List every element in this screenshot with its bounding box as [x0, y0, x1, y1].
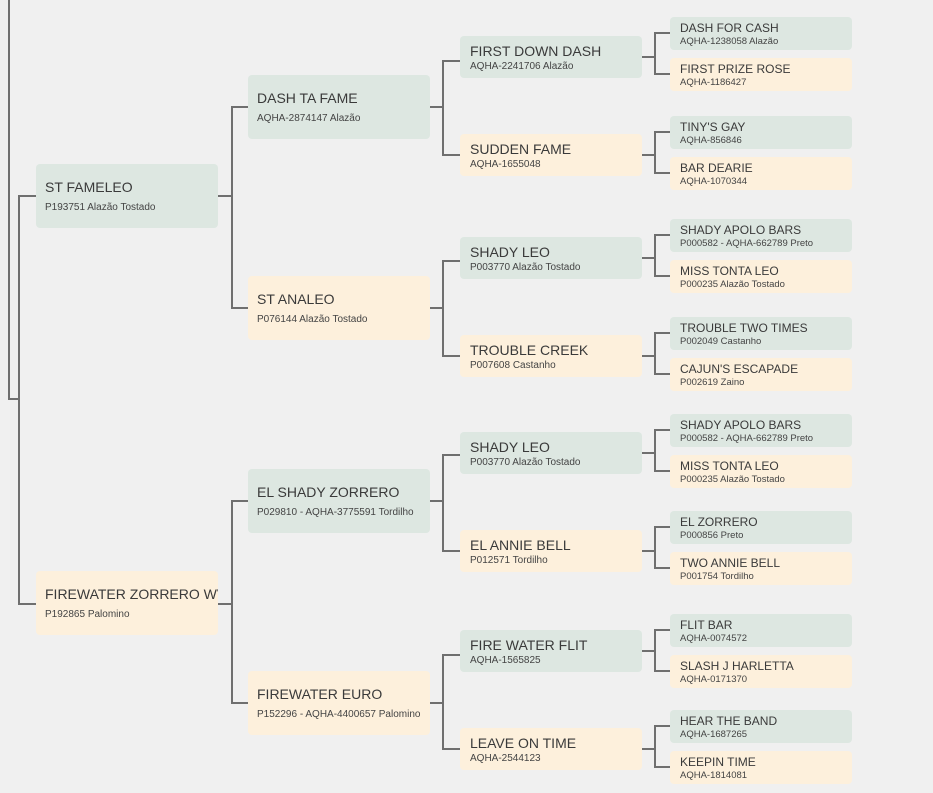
horse-registration: P000856 Preto	[680, 529, 744, 541]
horse-name: EL SHADY ZORRERO	[257, 484, 400, 500]
horse-name: TWO ANNIE BELL	[680, 555, 781, 570]
horse-registration: P193751 Alazão Tostado	[45, 202, 156, 213]
horse-registration: P000582 - AQHA-662789 Preto	[680, 237, 814, 249]
ancestor-node[interactable]: BAR DEARIE AQHA-1070344	[670, 157, 852, 190]
great-grandparent-node[interactable]: SHADY LEO P003770 Alazão Tostado	[460, 432, 642, 474]
sire-node[interactable]: ST FAMELEO P193751 Alazão Tostado	[36, 164, 218, 228]
horse-name: EL ANNIE BELL	[470, 536, 571, 553]
horse-name: SHADY APOLO BARS	[680, 222, 802, 237]
great-grandparent-node[interactable]: FIRST DOWN DASH AQHA-2241706 Alazão	[460, 36, 642, 78]
horse-name: HEAR THE BAND	[680, 713, 778, 728]
horse-name: FIREWATER EURO	[257, 686, 383, 702]
ancestor-node[interactable]: TROUBLE TWO TIMES P002049 Castanho	[670, 317, 852, 350]
horse-registration: P002049 Castanho	[680, 335, 762, 347]
horse-registration: P029810 - AQHA-3775591 Tordilho	[257, 507, 414, 518]
horse-registration: AQHA-1687265	[680, 728, 748, 740]
ancestor-node[interactable]: FIRST PRIZE ROSE AQHA-1186427	[670, 58, 852, 91]
horse-registration: AQHA-1186427	[680, 76, 747, 88]
horse-name: DASH TA FAME	[257, 90, 358, 106]
great-grandparent-node[interactable]: SUDDEN FAME AQHA-1655048	[460, 134, 642, 176]
horse-name: TINY'S GAY	[680, 119, 746, 134]
horse-name: CAJUN'S ESCAPADE	[680, 361, 799, 376]
ancestor-node[interactable]: TWO ANNIE BELL P001754 Tordilho	[670, 552, 852, 585]
horse-registration: AQHA-1814081	[680, 769, 748, 781]
great-grandparent-node[interactable]: EL ANNIE BELL P012571 Tordilho	[460, 530, 642, 572]
horse-registration: AQHA-2241706 Alazão	[470, 60, 574, 72]
maternal-grandsire-node[interactable]: EL SHADY ZORRERO P029810 - AQHA-3775591 …	[248, 469, 430, 533]
ancestor-node[interactable]: MISS TONTA LEO P000235 Alazão Tostado	[670, 455, 852, 488]
horse-name: TROUBLE CREEK	[470, 341, 589, 358]
horse-registration: P003770 Alazão Tostado	[470, 261, 581, 273]
horse-name: DASH FOR CASH	[680, 20, 779, 35]
dam-node[interactable]: FIREWATER ZORRERO WV P192865 Palomino	[36, 571, 218, 635]
horse-registration: AQHA-1655048	[470, 158, 541, 170]
ancestor-node[interactable]: CAJUN'S ESCAPADE P002619 Zaino	[670, 358, 852, 391]
horse-registration: AQHA-1238058 Alazão	[680, 35, 779, 47]
horse-name: SLASH J HARLETTA	[680, 658, 794, 673]
great-grandparent-node[interactable]: SHADY LEO P003770 Alazão Tostado	[460, 237, 642, 279]
ancestor-node[interactable]: SHADY APOLO BARS P000582 - AQHA-662789 P…	[670, 414, 852, 447]
horse-name: FIRE WATER FLIT	[470, 636, 588, 653]
horse-registration: P000235 Alazão Tostado	[680, 473, 785, 485]
ancestor-node[interactable]: FLIT BAR AQHA-0074572	[670, 614, 852, 647]
paternal-granddam-node[interactable]: ST ANALEO P076144 Alazão Tostado	[248, 276, 430, 340]
horse-name: ST ANALEO	[257, 291, 335, 307]
horse-name: SHADY LEO	[470, 438, 550, 455]
horse-registration: P192865 Palomino	[45, 609, 130, 620]
horse-registration: AQHA-1565825	[470, 654, 541, 666]
horse-registration: P076144 Alazão Tostado	[257, 314, 368, 325]
great-grandparent-node[interactable]: FIRE WATER FLIT AQHA-1565825	[460, 630, 642, 672]
horse-registration: AQHA-0074572	[680, 632, 748, 644]
horse-registration: P000235 Alazão Tostado	[680, 278, 785, 290]
ancestor-node[interactable]: TINY'S GAY AQHA-856846	[670, 116, 852, 149]
horse-name: BAR DEARIE	[680, 160, 753, 175]
horse-registration: AQHA-1070344	[680, 175, 748, 187]
horse-name: ST FAMELEO	[45, 179, 133, 195]
horse-registration: P001754 Tordilho	[680, 570, 754, 582]
horse-registration: AQHA-856846	[680, 134, 742, 146]
horse-name: SHADY APOLO BARS	[680, 417, 802, 432]
horse-registration: AQHA-0171370	[680, 673, 748, 685]
ancestor-node[interactable]: KEEPIN TIME AQHA-1814081	[670, 751, 852, 784]
great-grandparent-node[interactable]: TROUBLE CREEK P007608 Castanho	[460, 335, 642, 377]
ancestor-node[interactable]: HEAR THE BAND AQHA-1687265	[670, 710, 852, 743]
horse-name: FLIT BAR	[680, 617, 733, 632]
ancestor-node[interactable]: SHADY APOLO BARS P000582 - AQHA-662789 P…	[670, 219, 852, 252]
ancestor-node[interactable]: DASH FOR CASH AQHA-1238058 Alazão	[670, 17, 852, 50]
horse-registration: P152296 - AQHA-4400657 Palomino	[257, 709, 421, 720]
horse-name: TROUBLE TWO TIMES	[680, 320, 808, 335]
horse-name: FIRST PRIZE ROSE	[680, 61, 791, 76]
horse-name: EL ZORRERO	[680, 514, 758, 529]
great-grandparent-node[interactable]: LEAVE ON TIME AQHA-2544123	[460, 728, 642, 770]
horse-name: LEAVE ON TIME	[470, 734, 577, 751]
horse-registration: AQHA-2544123	[470, 752, 541, 764]
horse-name: MISS TONTA LEO	[680, 458, 779, 473]
ancestor-node[interactable]: SLASH J HARLETTA AQHA-0171370	[670, 655, 852, 688]
horse-name: MISS TONTA LEO	[680, 263, 779, 278]
horse-name: SUDDEN FAME	[470, 140, 572, 157]
horse-registration: P000582 - AQHA-662789 Preto	[680, 432, 814, 444]
horse-registration: P007608 Castanho	[470, 359, 556, 371]
horse-name: KEEPIN TIME	[680, 754, 756, 769]
horse-name: SHADY LEO	[470, 243, 550, 260]
ancestor-node[interactable]: MISS TONTA LEO P000235 Alazão Tostado	[670, 260, 852, 293]
horse-registration: P012571 Tordilho	[470, 554, 548, 566]
horse-registration: AQHA-2874147 Alazão	[257, 113, 361, 124]
horse-registration: P003770 Alazão Tostado	[470, 456, 581, 468]
horse-name: FIREWATER ZORRERO WV	[45, 586, 218, 602]
maternal-granddam-node[interactable]: FIREWATER EURO P152296 - AQHA-4400657 Pa…	[248, 671, 430, 735]
ancestor-node[interactable]: EL ZORRERO P000856 Preto	[670, 511, 852, 544]
paternal-grandsire-node[interactable]: DASH TA FAME AQHA-2874147 Alazão	[248, 75, 430, 139]
horse-name: FIRST DOWN DASH	[470, 42, 602, 59]
horse-registration: P002619 Zaino	[680, 376, 745, 388]
